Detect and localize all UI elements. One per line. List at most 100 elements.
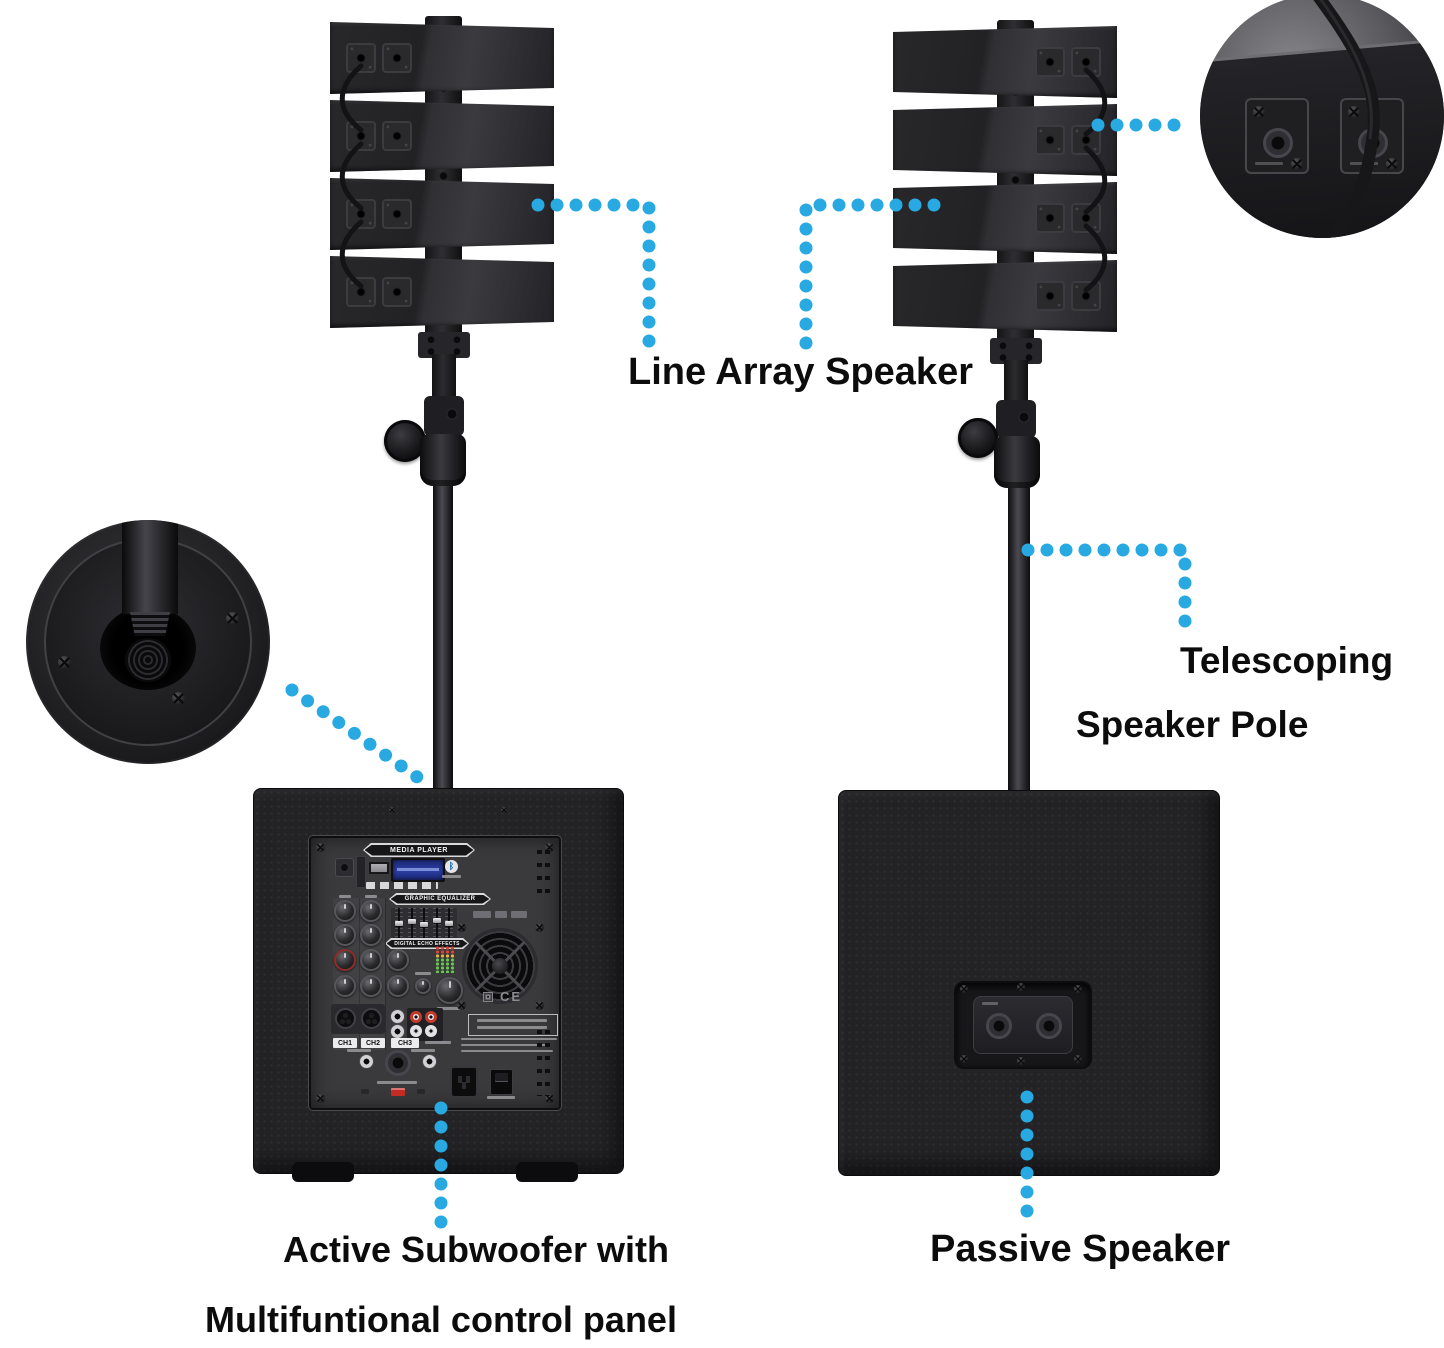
pole-tilt-joint [424, 396, 464, 436]
rotary-encoder [335, 858, 354, 877]
fan-screw [535, 1001, 544, 1010]
pole-mount-inset [26, 520, 270, 764]
flange-screw [172, 692, 185, 705]
eq-slider [445, 908, 453, 942]
caption-bar [377, 1081, 417, 1084]
array-module [330, 100, 554, 172]
label-subwoofer-line1: Active Subwoofer with [283, 1229, 670, 1270]
speakon-inset [1200, 0, 1444, 238]
power-caption-bar [487, 1096, 515, 1099]
speaker-cable [1313, 0, 1380, 238]
iec-power-inlet [450, 1066, 478, 1098]
eq-slider [432, 908, 441, 942]
pole-shaft [122, 520, 178, 614]
connector-recess [954, 981, 1092, 1069]
module-connector-plate [382, 43, 412, 73]
power-switch [490, 1069, 513, 1095]
module-connector-plate [382, 277, 412, 307]
spec-label-box [468, 1014, 558, 1036]
cabinet-screw [501, 807, 507, 813]
bluetooth-badge: ᛒ [445, 860, 458, 873]
module-connector-plate [346, 121, 376, 151]
sd-logo-chip [495, 911, 507, 918]
pole-tilt-joint [996, 400, 1036, 438]
label-passive: Passive Speaker [930, 1228, 1231, 1270]
module-connector-plate [1035, 47, 1065, 77]
mixer-knob [334, 975, 356, 997]
graphic-eq-label: GRAPHIC EQUALIZER [390, 894, 490, 904]
flange-screw [58, 656, 71, 669]
plate-caption-bar [982, 1002, 998, 1005]
flange-screw [226, 612, 239, 625]
channel-label-ch1: CH1 [333, 1038, 357, 1048]
array-link-cables [339, 63, 364, 289]
sd-card-slot [356, 856, 366, 888]
panel-screw [316, 843, 325, 852]
knob-caption-bar [339, 895, 351, 898]
callout-line-array-left [531, 198, 656, 352]
mixer-knob [334, 949, 356, 971]
array-bottom-plate [990, 338, 1042, 364]
transport-buttons [366, 882, 438, 889]
mixer-knob [360, 975, 382, 997]
speakon-link [1036, 1013, 1062, 1039]
pole-clamp-collar [994, 436, 1040, 488]
fan-screw [535, 923, 544, 932]
array-bottom-plate [418, 332, 470, 358]
speakon-output [385, 1050, 411, 1076]
array-module [893, 104, 1117, 176]
speakon-input [986, 1013, 1012, 1039]
pole-thread-tip [130, 612, 170, 636]
panel-screw [316, 1094, 325, 1103]
rca-input-red [410, 1011, 422, 1023]
xlr-input-ch2 [361, 1008, 382, 1029]
callout-line-array-right [799, 198, 941, 352]
mixer-knob [360, 924, 382, 946]
recess-screw [1017, 1057, 1025, 1065]
channel-label-ch3: CH3 [391, 1038, 419, 1048]
rca-input-white [425, 1025, 437, 1037]
channel-label-ch2: CH2 [361, 1038, 385, 1048]
caption-bar [425, 1041, 451, 1044]
recess-screw [960, 985, 968, 993]
array-module [330, 178, 554, 250]
telescoping-pole [433, 484, 453, 792]
array-module [330, 256, 554, 328]
class-ii-icon [483, 992, 493, 1002]
module-connector-plate [382, 199, 412, 229]
module-connector-plate [1071, 47, 1101, 77]
recess-screw [1017, 983, 1025, 991]
mixer-knob [334, 900, 356, 922]
plate-screw [1253, 106, 1265, 118]
caption-bar [347, 1049, 371, 1052]
plate-screw [1291, 158, 1303, 170]
ce-mark: CE [500, 989, 523, 1004]
eq-slider [407, 908, 416, 942]
pole-clamp-collar [420, 434, 466, 486]
master-caption-bar [437, 1007, 463, 1010]
led-meter-green [435, 958, 455, 973]
module-connector-plate [382, 121, 412, 151]
pole-lock-knob [384, 420, 426, 462]
knob-caption-bar [365, 895, 377, 898]
fan-screw [457, 1001, 466, 1010]
control-panel: MEDIA PLAYER ᛒ GRAPHIC EQUALIZER [309, 836, 561, 1110]
plate-caption-bar [1255, 162, 1283, 165]
callout-pole-mount [285, 683, 437, 793]
module-connector-plate [1035, 125, 1065, 155]
line-out-jack [359, 1054, 374, 1069]
small-button [361, 1089, 369, 1094]
array-module [893, 26, 1117, 98]
quarter-inch-jack [390, 1009, 405, 1024]
xlr-input-ch1 [335, 1008, 356, 1029]
subwoofer-foot [292, 1162, 354, 1182]
bluetooth-caption-bar [442, 875, 461, 878]
master-volume-knob [436, 977, 463, 1004]
led-meter-red [435, 946, 455, 954]
recess-screw [1074, 985, 1082, 993]
eq-slider [420, 908, 428, 942]
echo-knob [387, 975, 409, 997]
lcd-display [391, 858, 445, 882]
